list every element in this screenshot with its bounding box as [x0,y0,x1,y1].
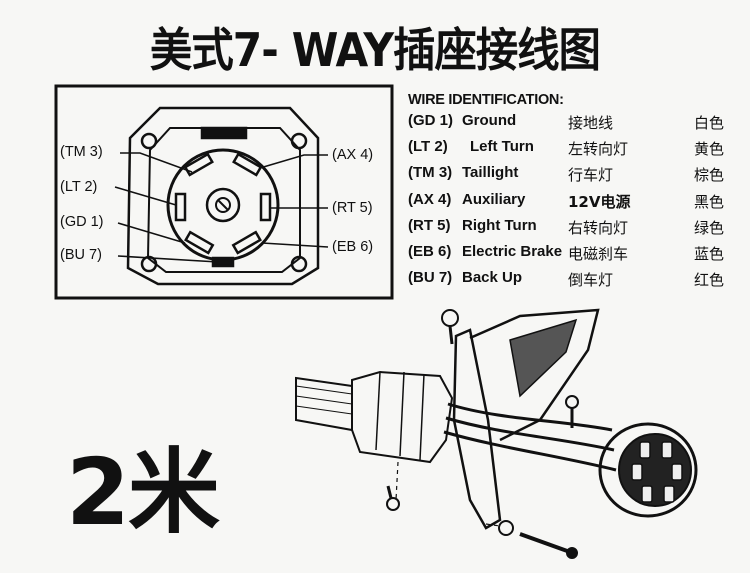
wire-name: Auxiliary [462,190,526,208]
wire-name: Back Up [462,269,523,287]
wire-name-cn: 12V电源 [568,192,631,211]
wire-code: (AX 4) [408,190,452,208]
socket-plate [126,106,320,286]
wire-color: 红色 [693,271,724,290]
wire-name-cn: 接地线 [568,114,614,132]
key-tab [200,126,248,140]
mount-hole [290,132,308,150]
wire-code: (LT 2) [408,138,448,156]
legend-row: (TM 3) Taillight 行车灯 棕色 [408,164,738,190]
center-screw [215,197,231,213]
blade-ax4 [232,152,263,177]
wire-name-cn: 左转向灯 [568,140,629,159]
wire-color: 黄色 [693,140,724,159]
wire-color: 白色 [693,114,724,132]
blade-eb6 [231,230,262,255]
wire-name-cn: 行车灯 [568,166,614,185]
wire-name: Electric Brake [462,242,563,260]
cable-length-label: 2米 [66,439,220,546]
leader-lines [114,152,329,263]
screw-head [565,395,579,409]
wire-color: 蓝色 [693,244,724,263]
plug-boot [351,370,454,464]
blade-gd1 [184,230,215,255]
wire-name-cn: 右转向灯 [568,218,629,237]
legend-row: (EB 6) Electric Brake 电磁刹车 蓝色 [408,243,738,269]
wire-color: 黑色 [693,192,724,211]
plug-illustration [295,308,698,559]
wire-color: 绿色 [693,218,724,237]
label-lt2: (LT 2) [60,179,98,195]
mount-hole [140,255,158,273]
label-tm3: (TM 3) [60,144,103,160]
wire-name-cn: 电磁刹车 [568,244,629,263]
label-gd1: (GD 1) [60,214,104,230]
wire-code: (GD 1) [408,112,453,129]
diagram-frame [54,84,394,300]
label-ax4: (AX 4) [332,147,374,163]
label-bu7: (BU 7) [60,247,102,263]
legend-row: (AX 4) Auxiliary 12V电源 黑色 [408,191,738,217]
mounting-bracket [452,328,502,530]
screw-head [386,497,400,511]
legend-row: (GD 1) Ground 接地线 白色 [408,112,738,138]
bolt [519,532,571,554]
cable [295,376,353,432]
wire-code: (TM 3) [408,164,453,182]
bracket-arm [469,308,600,442]
wire-name: Ground [462,112,517,129]
legend-title: WIRE IDENTIFICATION: [408,92,564,108]
blade-rt5 [259,192,272,222]
page-title: 美式7- WAY插座接线图 [149,23,601,77]
legend-row: (LT 2) Left Turn 左转向灯 黄色 [408,138,738,164]
mount-hole [290,255,308,273]
wire-color: 棕色 [693,166,724,185]
wire-code: (EB 6) [408,242,452,260]
wire-code: (RT 5) [408,216,451,234]
label-rt5: (RT 5) [332,200,373,216]
screw-slot [217,199,229,211]
connector-head [598,422,698,518]
wire-name-cn: 倒车灯 [568,271,614,290]
bracket-cutout [509,318,578,398]
legend-row: (BU 7) Back Up 倒车灯 红色 [408,269,738,295]
washer [498,520,514,536]
label-eb6: (EB 6) [332,239,374,255]
wire-identification-legend: WIRE IDENTIFICATION: (GD 1) Ground 接地线 白… [408,92,738,295]
center-pin [205,187,241,223]
wire-name: Right Turn [462,216,537,234]
wire-name: Taillight [462,164,519,182]
screw-head [441,309,459,327]
bolt-head [566,547,578,559]
blade-lt2 [174,192,187,222]
mount-hole [140,132,158,150]
legend-row: (RT 5) Right Turn 右转向灯 绿色 [408,217,738,243]
wire-name: Left Turn [470,138,534,156]
socket-face [126,106,320,286]
wire-code: (BU 7) [408,269,453,287]
